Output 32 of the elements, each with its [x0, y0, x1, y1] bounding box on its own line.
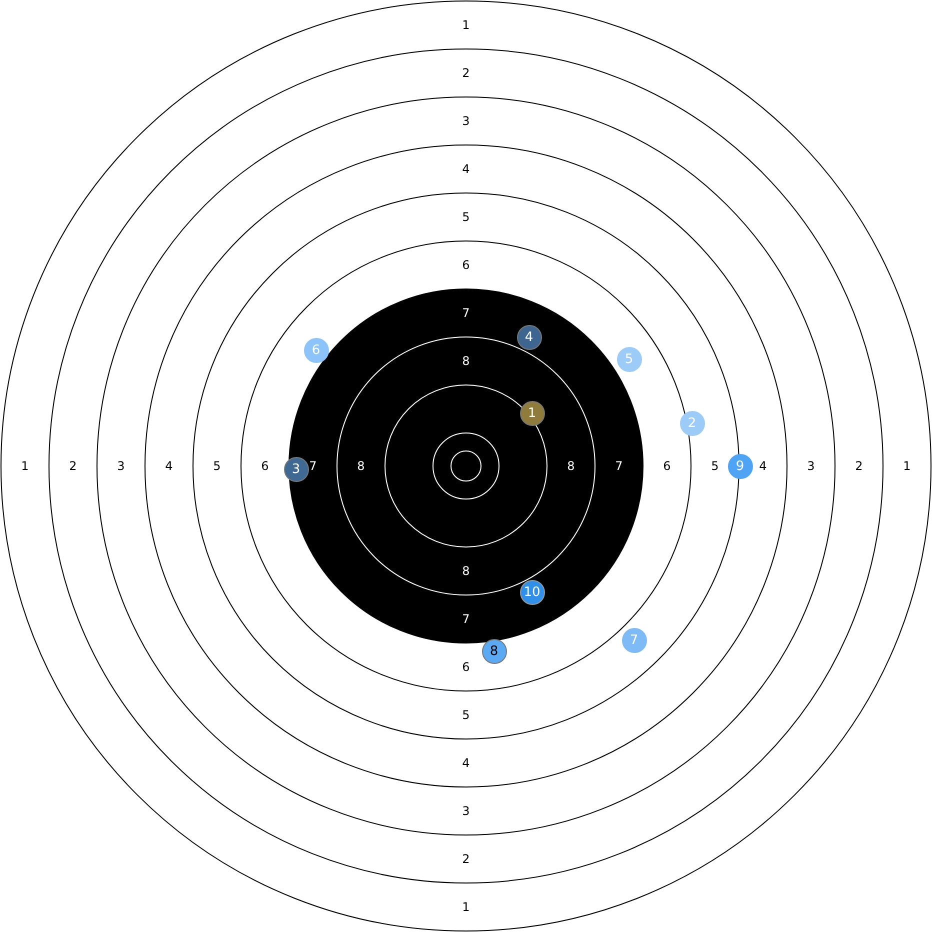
ring-score: 2: [69, 459, 77, 473]
ring-score: 6: [663, 459, 671, 473]
ring-score: 5: [462, 210, 470, 224]
ring-score: 3: [807, 459, 815, 473]
ring-score: 1: [462, 900, 470, 914]
ring-score: 3: [462, 114, 470, 128]
ring-score: 6: [462, 258, 470, 272]
ring-score: 7: [462, 306, 470, 320]
ring-score: 4: [462, 756, 470, 770]
ring-score: 1: [903, 459, 911, 473]
ring-score: 8: [462, 564, 470, 578]
ring-score: 7: [309, 459, 317, 473]
ring-score: 6: [462, 660, 470, 674]
ring-score: 4: [165, 459, 173, 473]
ring-score: 7: [462, 612, 470, 626]
ring-score: 2: [855, 459, 863, 473]
ring-score: 4: [759, 459, 767, 473]
ring-score: 2: [462, 852, 470, 866]
ring-score: 8: [357, 459, 365, 473]
ring-score: 8: [462, 354, 470, 368]
ring-score: 6: [261, 459, 269, 473]
ring-score: 8: [567, 459, 575, 473]
ring-score: 1: [462, 18, 470, 32]
ring-score: 7: [615, 459, 623, 473]
ring-score: 4: [462, 162, 470, 176]
ring-score: 5: [213, 459, 221, 473]
ring-score: 5: [462, 708, 470, 722]
ring-score: 2: [462, 66, 470, 80]
ring-score: 3: [117, 459, 125, 473]
ring-score: 3: [462, 804, 470, 818]
ring-score: 5: [711, 459, 719, 473]
ring-score: 1: [21, 459, 29, 473]
